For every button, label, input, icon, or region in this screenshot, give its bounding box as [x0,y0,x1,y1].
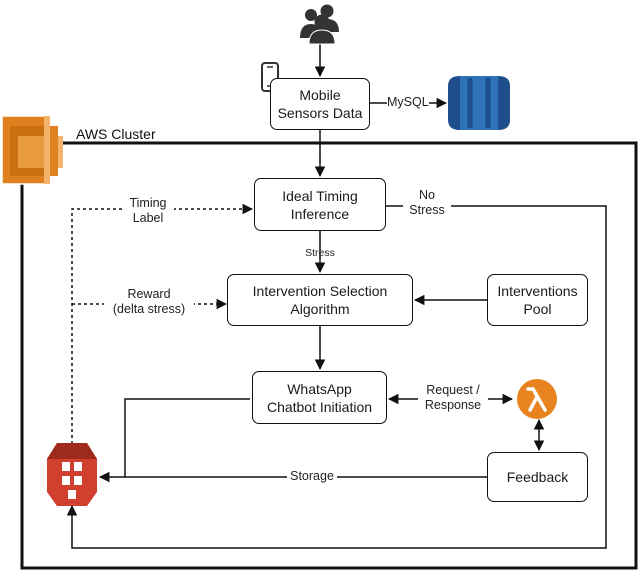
request-response-label: Request / Response [418,383,488,413]
mobile-sensors-node: Mobile Sensors Data [270,78,370,130]
edge-whatsapp-s3 [124,398,250,477]
reward-label: Reward (delta stress) [104,287,194,317]
aws-cluster-boundary [20,141,638,570]
timing-label-label: Timing Label [122,196,174,226]
users-icon [300,4,339,45]
no-stress-label: No Stress [403,188,451,218]
edge-nostress-s3 [66,205,607,549]
rds-database-icon [448,76,510,130]
stress-label: Stress [305,247,335,259]
edge-s3-timing-dotted [71,203,254,450]
aws-cluster-title: AWS Cluster [76,126,156,142]
mysql-label: MySQL [387,95,429,110]
storage-label: Storage [287,469,337,484]
feedback-node: Feedback [487,452,588,502]
lambda-icon [517,379,557,419]
whatsapp-chatbot-node: WhatsApp Chatbot Initiation [252,371,387,424]
s3-bucket-icon [47,443,97,506]
interventions-pool-node: Interventions Pool [487,274,588,326]
intervention-selection-node: Intervention Selection Algorithm [227,274,413,326]
ec2-instances-icon [1,115,63,185]
ideal-timing-node: Ideal Timing Inference [254,178,386,231]
